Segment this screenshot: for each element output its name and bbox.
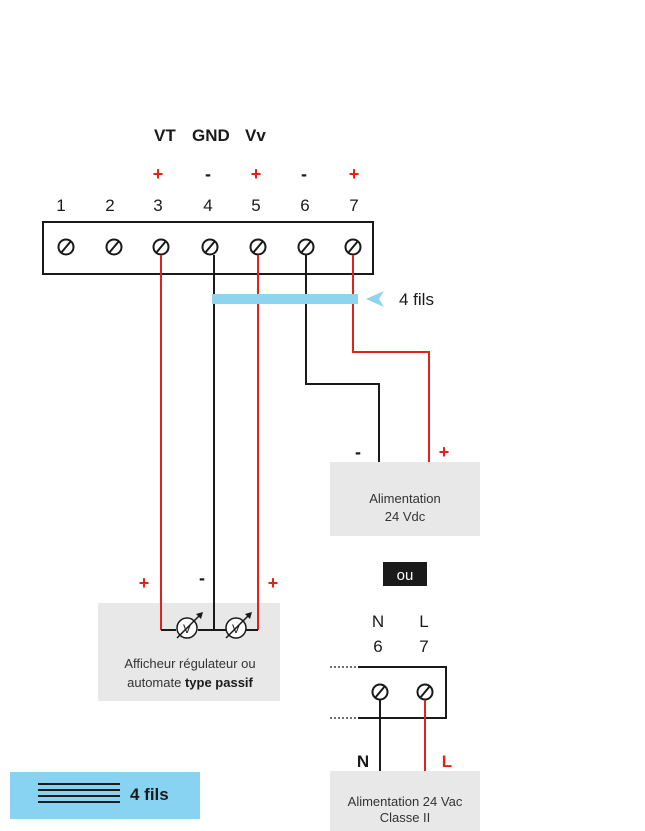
polarity-7: + xyxy=(349,164,360,184)
polarity-5: + xyxy=(251,164,262,184)
signal-label-vt: VT xyxy=(154,126,176,145)
ac-l-label: L xyxy=(419,612,428,631)
display-line1: Afficheur régulateur ou xyxy=(124,656,255,671)
legend-label: 4 fils xyxy=(130,785,169,804)
polarity-6: - xyxy=(301,164,307,184)
screw-5-icon xyxy=(249,238,267,256)
ac-n-number: 6 xyxy=(373,637,382,656)
terminal-number-6: 6 xyxy=(300,196,309,215)
screw-6-icon xyxy=(297,238,315,256)
screw-7-icon xyxy=(344,238,362,256)
terminal-number-2: 2 xyxy=(105,196,114,215)
ac-n-label: N xyxy=(372,612,384,631)
signal-label-gnd: GND xyxy=(192,126,230,145)
terminal-number-1: 1 xyxy=(56,196,65,215)
bundle-arrow-icon xyxy=(366,291,384,307)
wire-terminal-7 xyxy=(352,255,430,462)
ac-screw-n-icon xyxy=(371,683,389,701)
ac-terminal-block xyxy=(358,666,447,719)
terminal-number-4: 4 xyxy=(203,196,212,215)
polarity-4: - xyxy=(205,164,211,184)
voltmeter-2-icon: V xyxy=(225,612,252,639)
ac-supply-box xyxy=(330,771,480,831)
or-label: ou xyxy=(397,567,414,584)
dc-minus-label: - xyxy=(355,442,361,462)
ac-supply-line2: Classe II xyxy=(380,810,431,825)
or-badge xyxy=(383,562,427,586)
legend-lines-icon xyxy=(38,783,120,803)
display-minus: - xyxy=(199,568,205,588)
screw-1-icon xyxy=(57,238,75,256)
ac-screw-l-icon xyxy=(416,683,434,701)
voltmeter-1-icon: V xyxy=(176,612,203,639)
screw-3-icon xyxy=(152,238,170,256)
dc-supply-box xyxy=(330,462,480,536)
display-line2: automate type passif xyxy=(127,675,253,690)
bundle-label: 4 fils xyxy=(399,290,434,309)
screw-2-icon xyxy=(105,238,123,256)
ac-l-number: 7 xyxy=(419,637,428,656)
screw-4-icon xyxy=(201,238,219,256)
ac-bottom-l-label: L xyxy=(442,752,452,771)
wire-bundle-bar xyxy=(212,294,358,304)
dc-supply-line1: Alimentation xyxy=(369,491,441,506)
ac-supply-line1: Alimentation 24 Vac xyxy=(348,794,463,809)
polarity-3: + xyxy=(153,164,164,184)
signal-label-vv: Vv xyxy=(245,126,266,145)
dc-plus-label: + xyxy=(439,442,450,462)
ac-bottom-n-label: N xyxy=(357,752,369,771)
terminal-screws xyxy=(57,238,362,256)
display-plus-right: + xyxy=(268,573,279,593)
dc-supply-line2: 24 Vdc xyxy=(385,509,426,524)
display-plus-left: + xyxy=(139,573,150,593)
terminal-number-3: 3 xyxy=(153,196,162,215)
wire-terminal-6 xyxy=(305,255,380,462)
terminal-number-5: 5 xyxy=(251,196,260,215)
terminal-number-7: 7 xyxy=(349,196,358,215)
